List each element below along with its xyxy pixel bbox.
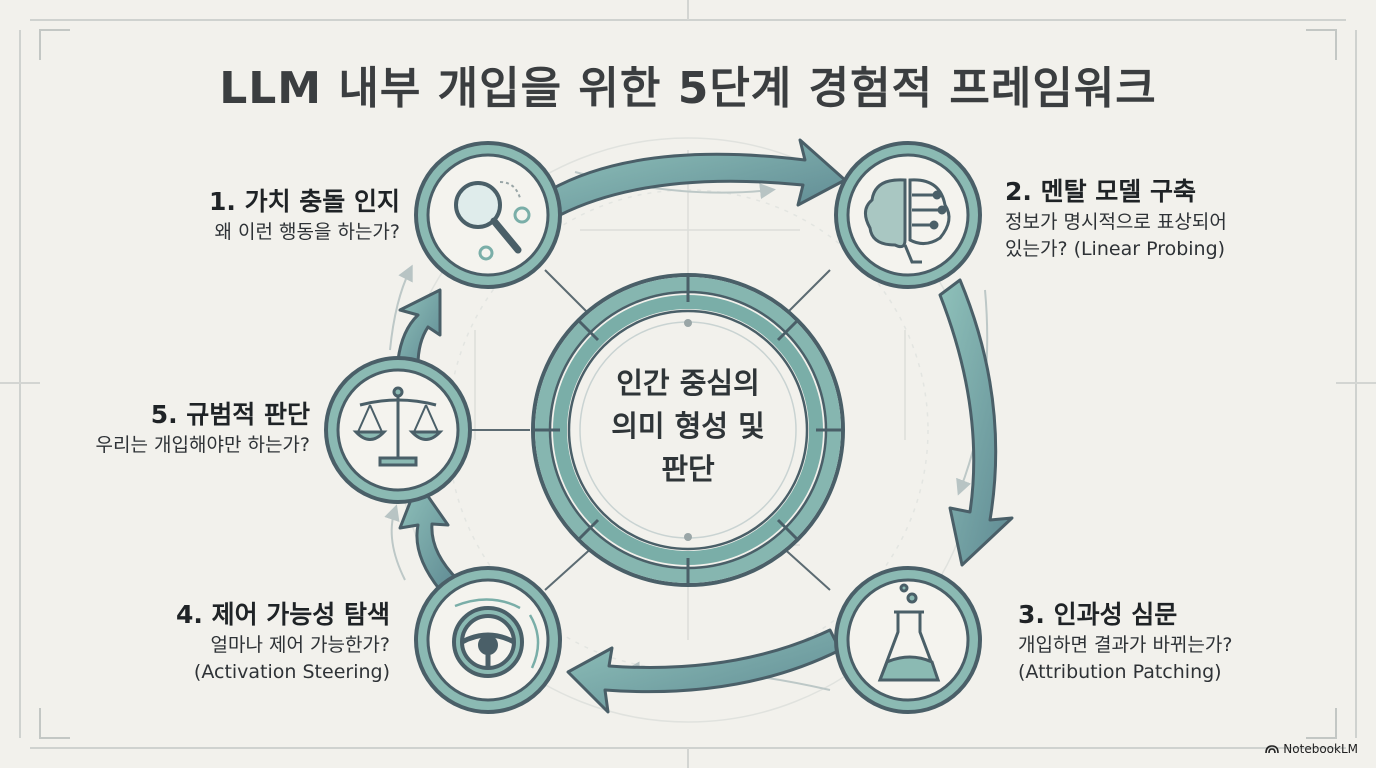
steering-wheel-icon — [452, 598, 540, 678]
step-4-text: 4. 제어 가능성 탐색 얼마나 제어 가능한가? (Activation St… — [100, 598, 390, 686]
node-step-3 — [834, 566, 982, 714]
node-step-2 — [834, 141, 982, 289]
brand-label: NotebookLM — [1283, 742, 1358, 756]
step-2-description: 정보가 명시적으로 표상되어 있는가? (Linear Probing) — [1005, 211, 1227, 260]
step-5-description: 우리는 개입해야만 하는가? — [95, 434, 310, 456]
arrow-1-to-2 — [548, 138, 847, 217]
arrow-2-to-3 — [938, 278, 1014, 567]
step-2-heading: 2. 멘탈 모델 구축 — [1005, 177, 1197, 206]
center-label: 인간 중심의 의미 형성 및 판단 — [611, 366, 765, 486]
brand-watermark: NotebookLM — [1265, 742, 1358, 756]
step-3-text: 3. 인과성 심문 개입하면 결과가 바뀌는가? (Attribution Pa… — [1018, 598, 1318, 686]
flask-icon — [877, 583, 941, 682]
step-1-text: 1. 가치 충돌 인지 왜 이런 행동을 하는가? — [130, 185, 400, 246]
step-5-heading: 5. 규범적 판단 — [150, 400, 310, 429]
magnifier-gears-icon — [454, 181, 531, 261]
step-3-description: 개입하면 결과가 바뀌는가? (Attribution Patching) — [1018, 634, 1233, 683]
step-1-heading: 1. 가치 충돌 인지 — [208, 187, 400, 216]
step-4-heading: 4. 제어 가능성 탐색 — [175, 600, 390, 629]
arrow-5-to-1 — [396, 288, 442, 367]
step-4-description: 얼마나 제어 가능한가? (Activation Steering) — [193, 634, 390, 683]
step-2-text: 2. 멘탈 모델 구축 정보가 명시적으로 표상되어 있는가? (Linear … — [1005, 175, 1305, 263]
node-step-4 — [414, 566, 562, 714]
center-hub — [531, 273, 845, 587]
node-step-1 — [414, 141, 562, 289]
step-5-text: 5. 규범적 판단 우리는 개입해야만 하는가? — [40, 398, 310, 459]
arrow-3-to-4 — [566, 628, 842, 714]
arrow-4-to-5 — [398, 480, 460, 592]
step-3-heading: 3. 인과성 심문 — [1018, 600, 1178, 629]
notebooklm-logo-icon — [1265, 745, 1280, 754]
brain-circuit-icon — [864, 178, 951, 264]
page-title: LLM 내부 개입을 위한 5단계 경험적 프레임워크 — [219, 63, 1157, 114]
step-1-description: 왜 이런 행동을 하는가? — [214, 221, 400, 243]
cycle-arrows — [396, 138, 1014, 714]
scales-icon — [352, 386, 444, 467]
node-step-5 — [324, 356, 472, 504]
